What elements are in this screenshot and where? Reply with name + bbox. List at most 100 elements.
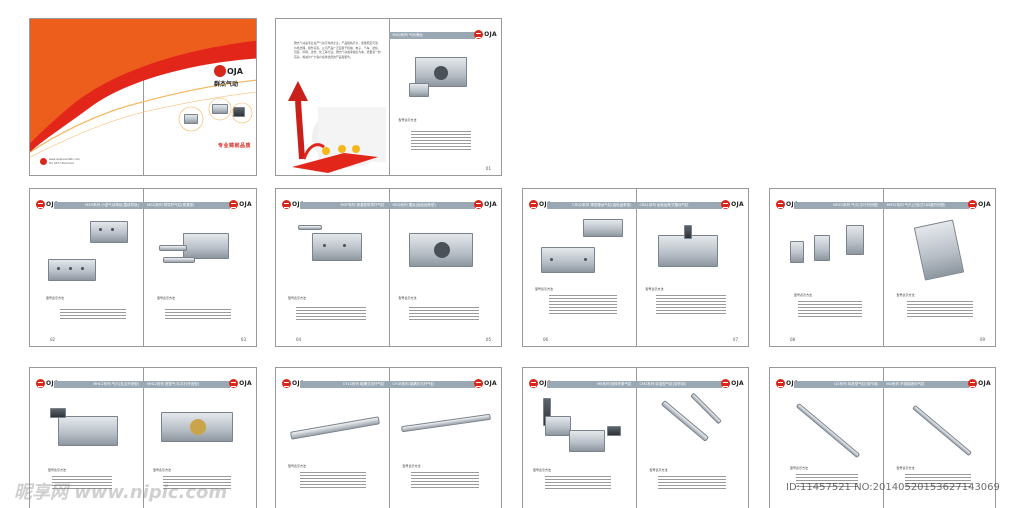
model-code-table bbox=[408, 307, 479, 322]
order-label: 型号表示方法 bbox=[645, 287, 664, 291]
model-code-table bbox=[655, 295, 726, 316]
brand-logo: OJA bbox=[968, 200, 991, 209]
cover-product-image-1 bbox=[184, 114, 198, 124]
product-image bbox=[569, 430, 605, 452]
brand-logo: OJA bbox=[776, 200, 799, 209]
logo-text: OJA bbox=[239, 380, 252, 387]
product-image bbox=[657, 235, 718, 267]
series-title: MGQ系列 带导杆气缸(紧凑型) bbox=[147, 203, 195, 207]
cover-footer-logo bbox=[40, 158, 47, 165]
brand-logo: OJA bbox=[229, 379, 252, 388]
product-image bbox=[159, 245, 187, 251]
catalog-spread: OJA MXH系列 小型气动滑台(直线导轨) 型号表示方法 02 MGQ系列 带… bbox=[29, 188, 257, 347]
series-title: MHZ2系列 气爪(平行开闭型) bbox=[832, 203, 879, 207]
model-code-table bbox=[796, 474, 858, 489]
page-header-bar: MSQ系列 摆台(齿轮齿条型) bbox=[388, 202, 475, 209]
catalog-spread: OJA MHZ2系列 气爪(平行开闭型) 型号表示方法 08 MHY2系列 气爪… bbox=[769, 188, 996, 347]
cover-wave-graphic bbox=[30, 19, 256, 158]
product-image bbox=[913, 219, 964, 281]
series-title: CM2系列 标准型气缸(双作用) bbox=[639, 382, 687, 386]
intro-spread: 群杰气动是专业生产气动元件的企业，产品规格齐全，质量稳定可靠，价格合理，服务完善… bbox=[275, 18, 502, 176]
series-title: CRA1系列 齿轮齿条式摆动气缸 bbox=[639, 203, 689, 207]
model-code-table bbox=[657, 476, 726, 491]
brand-logo: OJA bbox=[474, 30, 497, 39]
logo-text: OJA bbox=[484, 31, 497, 38]
logo-text: OJA bbox=[731, 380, 744, 387]
logo-text: OJA bbox=[292, 201, 305, 208]
product-image bbox=[790, 241, 804, 263]
model-code-table bbox=[296, 307, 366, 322]
product-image bbox=[689, 392, 722, 425]
order-label: 型号表示方法 bbox=[533, 468, 552, 472]
brand-logo: OJA bbox=[282, 379, 305, 388]
model-code-table bbox=[60, 309, 126, 321]
product-image bbox=[414, 57, 467, 87]
page-header-bar: MA系列 不锈钢迷你气缸 bbox=[882, 381, 969, 388]
logo-text: OJA bbox=[292, 380, 305, 387]
cover-slogan: 专业铸就品质 bbox=[218, 143, 252, 149]
model-code-table bbox=[52, 476, 112, 491]
page-header-bar: CM2系列 标准型气缸(双作用) bbox=[635, 381, 722, 388]
page-number: 08 bbox=[790, 337, 796, 342]
product-image bbox=[911, 404, 972, 457]
cover-company-name: 群杰气动 bbox=[214, 81, 239, 88]
product-image bbox=[161, 412, 233, 442]
page-header-bar: MHC2系列 气爪(支点开闭型) bbox=[54, 381, 143, 388]
page-header-bar: CY1B系列 磁耦式无杆气缸 bbox=[388, 381, 475, 388]
page-header-bar: CY1S系列 磁耦式无杆气缸 bbox=[300, 381, 389, 388]
product-image bbox=[90, 221, 128, 243]
cover-bubble-rings bbox=[178, 97, 253, 132]
intro-paragraph: 群杰气动是专业生产气动元件的企业，产品规格齐全，质量稳定可靠，价格合理，服务完善… bbox=[294, 41, 381, 59]
model-code-table bbox=[904, 474, 971, 489]
page-number: 03 bbox=[240, 337, 246, 342]
order-label: 型号表示方法 bbox=[157, 296, 176, 300]
page-number: 07 bbox=[732, 337, 738, 342]
page-number: 09 bbox=[979, 337, 985, 342]
logo-text: OJA bbox=[978, 201, 991, 208]
logo-text: OJA bbox=[786, 201, 799, 208]
model-code-table bbox=[300, 472, 366, 490]
product-image bbox=[48, 259, 96, 281]
series-title: MHY2系列 气爪(凸轮式180度开闭型) bbox=[886, 203, 946, 207]
brand-logo: OJA bbox=[229, 200, 252, 209]
cover-spread: OJA 群杰气动 专业铸就品质 www.ojapneumatic.com Tel… bbox=[29, 18, 257, 176]
brand-logo: OJA bbox=[474, 379, 497, 388]
order-label: 型号表示方法 bbox=[535, 287, 554, 291]
product-image bbox=[408, 83, 429, 97]
series-title: MHC2系列 气爪(支点开闭型) bbox=[93, 382, 139, 386]
logo-text: OJA bbox=[46, 201, 59, 208]
page-header-bar: CRA1系列 齿轮齿条式摆动气缸 bbox=[635, 202, 722, 209]
order-label: 型号表示方法 bbox=[398, 296, 417, 300]
brand-logo: OJA bbox=[282, 200, 305, 209]
product-image bbox=[408, 233, 473, 267]
series-title: CY1S系列 磁耦式无杆气缸 bbox=[342, 382, 385, 386]
brand-logo: OJA bbox=[529, 200, 552, 209]
watermark-site: 昵享网 www.nipic.com bbox=[14, 482, 228, 503]
product-image bbox=[50, 408, 66, 418]
order-label: 型号表示方法 bbox=[896, 293, 915, 297]
page-header-bar: MHY2系列 气爪(凸轮式180度开闭型) bbox=[882, 202, 969, 209]
page-number: 04 bbox=[296, 337, 302, 342]
page-header-bar: MGQ系列 带导杆气缸(紧凑型) bbox=[143, 202, 230, 209]
logo-text: OJA bbox=[484, 201, 497, 208]
logo-text: OJA bbox=[484, 380, 497, 387]
model-code-table bbox=[410, 472, 479, 490]
series-title: CJ2系列 标准型气缸(双作用) bbox=[833, 382, 879, 386]
series-title: MSQ系列 摆台(齿轮齿条型) bbox=[392, 203, 436, 207]
model-code-table bbox=[165, 309, 231, 321]
cover-product-image-3 bbox=[233, 107, 245, 117]
brand-logo: OJA bbox=[36, 379, 59, 388]
order-label: 型号表示方法 bbox=[153, 468, 172, 472]
product-image bbox=[541, 247, 595, 273]
page-number: 02 bbox=[50, 337, 56, 342]
catalog-spread: OJA MK系列 回转夹紧气缸 型号表示方法 CM2系列 标准型气缸(双作用) … bbox=[522, 367, 749, 508]
series-title: CRQ2系列 薄型摆动气缸(齿轮齿条型) bbox=[572, 203, 632, 207]
brand-logo: OJA bbox=[776, 379, 799, 388]
series-title: MXQ系列 气动滑台 bbox=[392, 33, 423, 37]
order-label: 型号表示方法 bbox=[794, 293, 813, 297]
logo-text: OJA bbox=[239, 201, 252, 208]
brand-logo: OJA bbox=[721, 379, 744, 388]
product-image bbox=[298, 225, 322, 230]
series-title: MGP系列 紧凑型带导杆气缸 bbox=[340, 203, 385, 207]
model-code-table bbox=[410, 131, 471, 152]
